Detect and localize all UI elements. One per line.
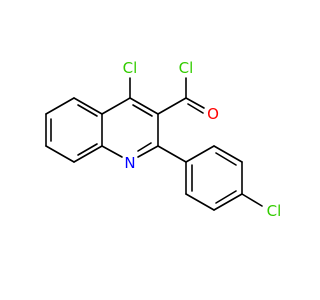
bond	[45, 97, 75, 115]
bond	[241, 193, 263, 207]
bond	[45, 145, 75, 163]
chlorine-atom-label: Cl	[123, 59, 138, 77]
atom-labels: Cl Cl O N Cl	[123, 59, 282, 220]
bond	[185, 145, 215, 163]
bond	[157, 145, 187, 163]
double-bond-line	[215, 190, 237, 204]
bond	[137, 145, 159, 158]
double-bond-line	[77, 104, 98, 117]
bond	[185, 193, 215, 211]
molecule-drawing: Cl Cl O N Cl	[45, 59, 282, 220]
acyl-chlorine-atom-label: Cl	[179, 59, 194, 77]
bond	[129, 97, 159, 115]
double-bond-line	[215, 152, 237, 166]
double-bond-line	[132, 104, 153, 117]
bonds	[45, 77, 263, 211]
para-chlorine-atom-label: Cl	[267, 202, 282, 220]
oxygen-atom-label: O	[207, 105, 219, 123]
nitrogen-atom-label: N	[124, 154, 135, 172]
structure-canvas: Cl Cl O N Cl	[45, 59, 282, 220]
bond	[73, 97, 103, 115]
bond	[101, 97, 131, 115]
bond	[73, 145, 103, 163]
bond	[213, 193, 243, 211]
bond	[157, 97, 187, 115]
bond	[101, 145, 123, 158]
bond	[185, 97, 205, 109]
double-bond-line	[77, 143, 98, 156]
double-bond-line	[187, 103, 204, 114]
bond	[213, 145, 243, 163]
double-bond-line	[137, 142, 152, 152]
